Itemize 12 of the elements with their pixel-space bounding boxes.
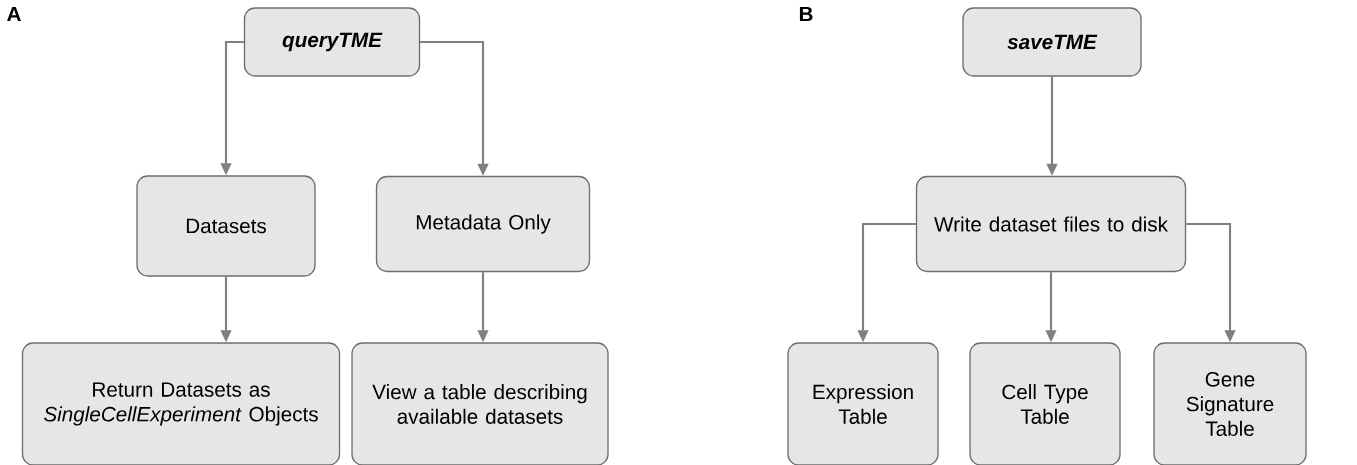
panel-letter: B [799, 6, 813, 22]
process-box: queryTME [243, 7, 421, 77]
process-box: Gene Signature Table [1153, 342, 1307, 465]
process-box: View a table describing available datasets [351, 342, 609, 465]
process-box: Expression Table [787, 342, 939, 465]
process-box: saveTME [962, 7, 1142, 77]
process-box: Metadata Only [375, 175, 591, 273]
process-box: Return Datasets as SingleCellExperiment Objects [21, 342, 341, 465]
process-box: Datasets [136, 175, 316, 277]
process-box: Cell Type Table [969, 342, 1121, 465]
panel-letter: A [7, 6, 21, 22]
process-box: Write dataset files to disk [915, 175, 1187, 273]
